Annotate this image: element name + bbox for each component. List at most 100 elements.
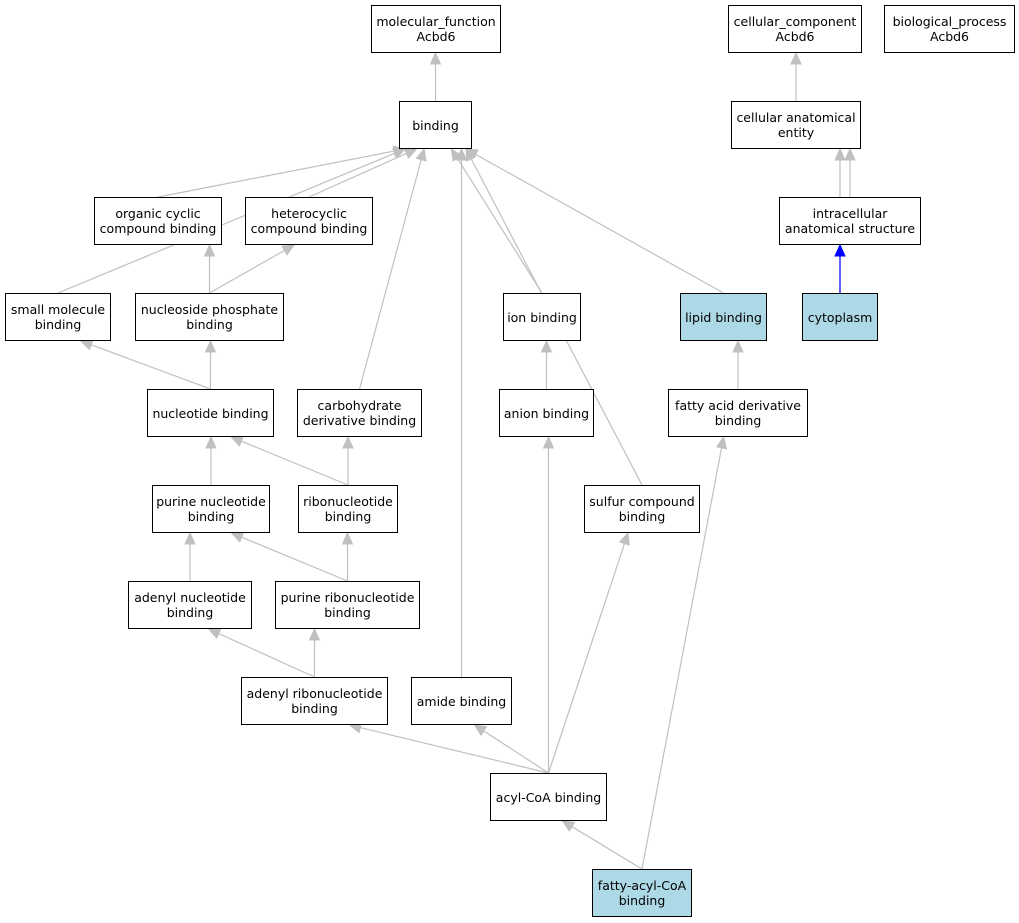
edge-heterocyclic-compound-binding-to-binding: [308, 148, 418, 198]
node-label-line: binding: [714, 413, 762, 428]
node-label-line: sulfur compound: [589, 494, 695, 509]
node-organic-cyclic-compound-binding[interactable]: organic cyclic compound binding: [94, 197, 222, 245]
node-amide-binding[interactable]: amide binding: [411, 677, 512, 725]
node-sulfur-compound-binding[interactable]: sulfur compound binding: [584, 485, 700, 533]
edge-line: [483, 730, 549, 774]
node-biological-process[interactable]: biological_process Acbd6: [884, 5, 1015, 53]
edge-binding-to-molecular-function: [429, 51, 442, 101]
node-nucleoside-phosphate-binding[interactable]: nucleoside phosphate binding: [135, 293, 284, 341]
edge-arrowhead: [450, 147, 463, 162]
edge-line: [358, 159, 422, 390]
node-label-line: binding: [186, 317, 233, 332]
node-cytoplasm[interactable]: cytoplasm: [802, 293, 878, 341]
edge-arrowhead: [542, 435, 555, 449]
edge-fatty-acyl-coa-binding-to-acyl-coa-binding: [561, 820, 643, 870]
node-cellular-component[interactable]: cellular_component Acbd6: [728, 5, 862, 53]
node-cellular-anatomical-entity[interactable]: cellular anatomical entity: [731, 101, 861, 149]
node-molecular-function[interactable]: molecular_function Acbd6: [371, 5, 501, 53]
node-label-line: amide binding: [416, 693, 507, 709]
node-label-line: purine nucleotide: [156, 494, 266, 509]
edge-fatty-acyl-coa-binding-to-fatty-acid-derivative-binding: [641, 435, 728, 870]
edge-line: [456, 157, 543, 294]
edge-line: [157, 150, 395, 198]
edge-line: [547, 543, 626, 774]
node-heterocyclic-compound-binding[interactable]: heterocyclic compound binding: [245, 197, 373, 245]
node-label-line: ribonucleotide: [303, 494, 393, 509]
edge-purine-nucleotide-binding-to-nucleotide-binding: [205, 435, 217, 485]
edge-arrowhead: [392, 148, 407, 159]
edge-arrowhead: [429, 51, 442, 65]
node-label-line: molecular_function: [376, 14, 496, 29]
node-label-line: binding: [618, 509, 666, 524]
edge-organic-cyclic-compound-binding-to-binding: [157, 145, 407, 198]
edge-arrowhead: [464, 148, 479, 160]
edge-arrowhead: [205, 435, 217, 449]
node-label-line: compound binding: [99, 221, 217, 236]
edge-arrowhead: [844, 147, 856, 161]
node-label-line: binding: [324, 605, 371, 620]
edge-line: [475, 153, 724, 294]
edge-adenyl-nucleotide-binding-to-purine-nucleotide-binding: [184, 531, 196, 581]
edge-arrowhead: [184, 531, 196, 545]
node-label-line: Acbd6: [929, 29, 970, 44]
edge-arrowhead: [79, 339, 94, 351]
node-purine-ribonucleotide-binding[interactable]: purine ribonucleotide binding: [275, 581, 420, 629]
edge-ion-binding-to-binding: [450, 147, 543, 294]
edge-arrowhead: [230, 532, 245, 543]
edge-line: [241, 440, 349, 486]
node-label-line: purine ribonucleotide: [280, 590, 415, 605]
edge-acyl-coa-binding-to-adenyl-ribonucleotide-binding: [348, 722, 549, 774]
node-nucleotide-binding[interactable]: nucleotide binding: [147, 389, 274, 437]
node-intracellular-anatomical-structure[interactable]: intracellular anatomical structure: [779, 197, 921, 245]
node-label-line: biological_process: [892, 14, 1007, 29]
node-label-line: nucleoside phosphate: [140, 302, 279, 317]
node-adenyl-ribonucleotide-binding[interactable]: adenyl ribonucleotide binding: [241, 677, 388, 725]
node-label-line: cellular anatomical: [736, 110, 856, 125]
edge-arrowhead: [281, 244, 296, 256]
node-label-line: ion binding: [507, 309, 577, 325]
node-label-line: Acbd6: [416, 29, 456, 44]
edge-line: [571, 826, 643, 870]
edge-line: [241, 536, 348, 582]
edge-cellular-anatomical-entity-to-cellular-component: [790, 51, 802, 101]
node-label-line: carbohydrate: [317, 398, 402, 413]
node-acyl-coa-binding[interactable]: acyl-CoA binding: [490, 773, 607, 821]
node-small-molecule-binding[interactable]: small molecule binding: [5, 293, 111, 341]
edge-anion-binding-to-ion-binding: [540, 339, 553, 389]
node-label-line: compound binding: [250, 221, 368, 236]
edge-purine-ribonucleotide-binding-to-ribonucleotide-binding: [341, 531, 354, 581]
edge-line: [218, 632, 315, 678]
node-adenyl-nucleotide-binding[interactable]: adenyl nucleotide binding: [128, 581, 252, 629]
node-ribonucleotide-binding[interactable]: ribonucleotide binding: [298, 485, 398, 533]
edge-small-molecule-binding-to-binding: [57, 148, 407, 294]
node-label-line: cytoplasm: [807, 309, 873, 325]
edge-arrowhead: [561, 820, 576, 832]
edge-arrowhead: [415, 147, 427, 162]
node-label-line: acyl-CoA binding: [495, 789, 602, 805]
edge-arrowhead: [834, 147, 846, 161]
node-fatty-acyl-coa-binding[interactable]: fatty-acyl-CoA binding: [592, 869, 692, 917]
node-anion-binding[interactable]: anion binding: [499, 389, 594, 437]
node-lipid-binding[interactable]: lipid binding: [680, 293, 767, 341]
node-label-line: binding: [34, 317, 82, 332]
node-binding[interactable]: binding: [399, 101, 472, 149]
node-purine-nucleotide-binding[interactable]: purine nucleotide binding: [152, 485, 270, 533]
edge-line: [209, 249, 285, 294]
node-fatty-acid-derivative-binding[interactable]: fatty acid derivative binding: [668, 389, 808, 437]
edge-acyl-coa-binding-to-sulfur-compound-binding: [547, 531, 630, 774]
edge-arrowhead: [230, 436, 244, 447]
node-label-line: fatty acid derivative: [675, 398, 801, 413]
node-label-line: heterocyclic: [271, 206, 347, 221]
edge-arrowhead: [618, 531, 630, 546]
node-ion-binding[interactable]: ion binding: [503, 293, 581, 341]
node-label-line: adenyl ribonucleotide: [246, 686, 383, 701]
node-carbohydrate-derivative-binding[interactable]: carbohydrate derivative binding: [297, 389, 422, 437]
edge-nucleoside-phosphate-binding-to-heterocyclic-compound-binding: [209, 244, 296, 294]
node-label-line: intracellular: [812, 206, 888, 221]
edge-line: [308, 152, 407, 198]
edge-arrowhead: [732, 339, 744, 353]
edge-intracellular-anatomical-structure-to-cellular-anatomical-entity: [844, 147, 856, 197]
edge-acyl-coa-binding-to-amide-binding: [473, 724, 549, 774]
edge-arrowhead: [715, 435, 728, 450]
